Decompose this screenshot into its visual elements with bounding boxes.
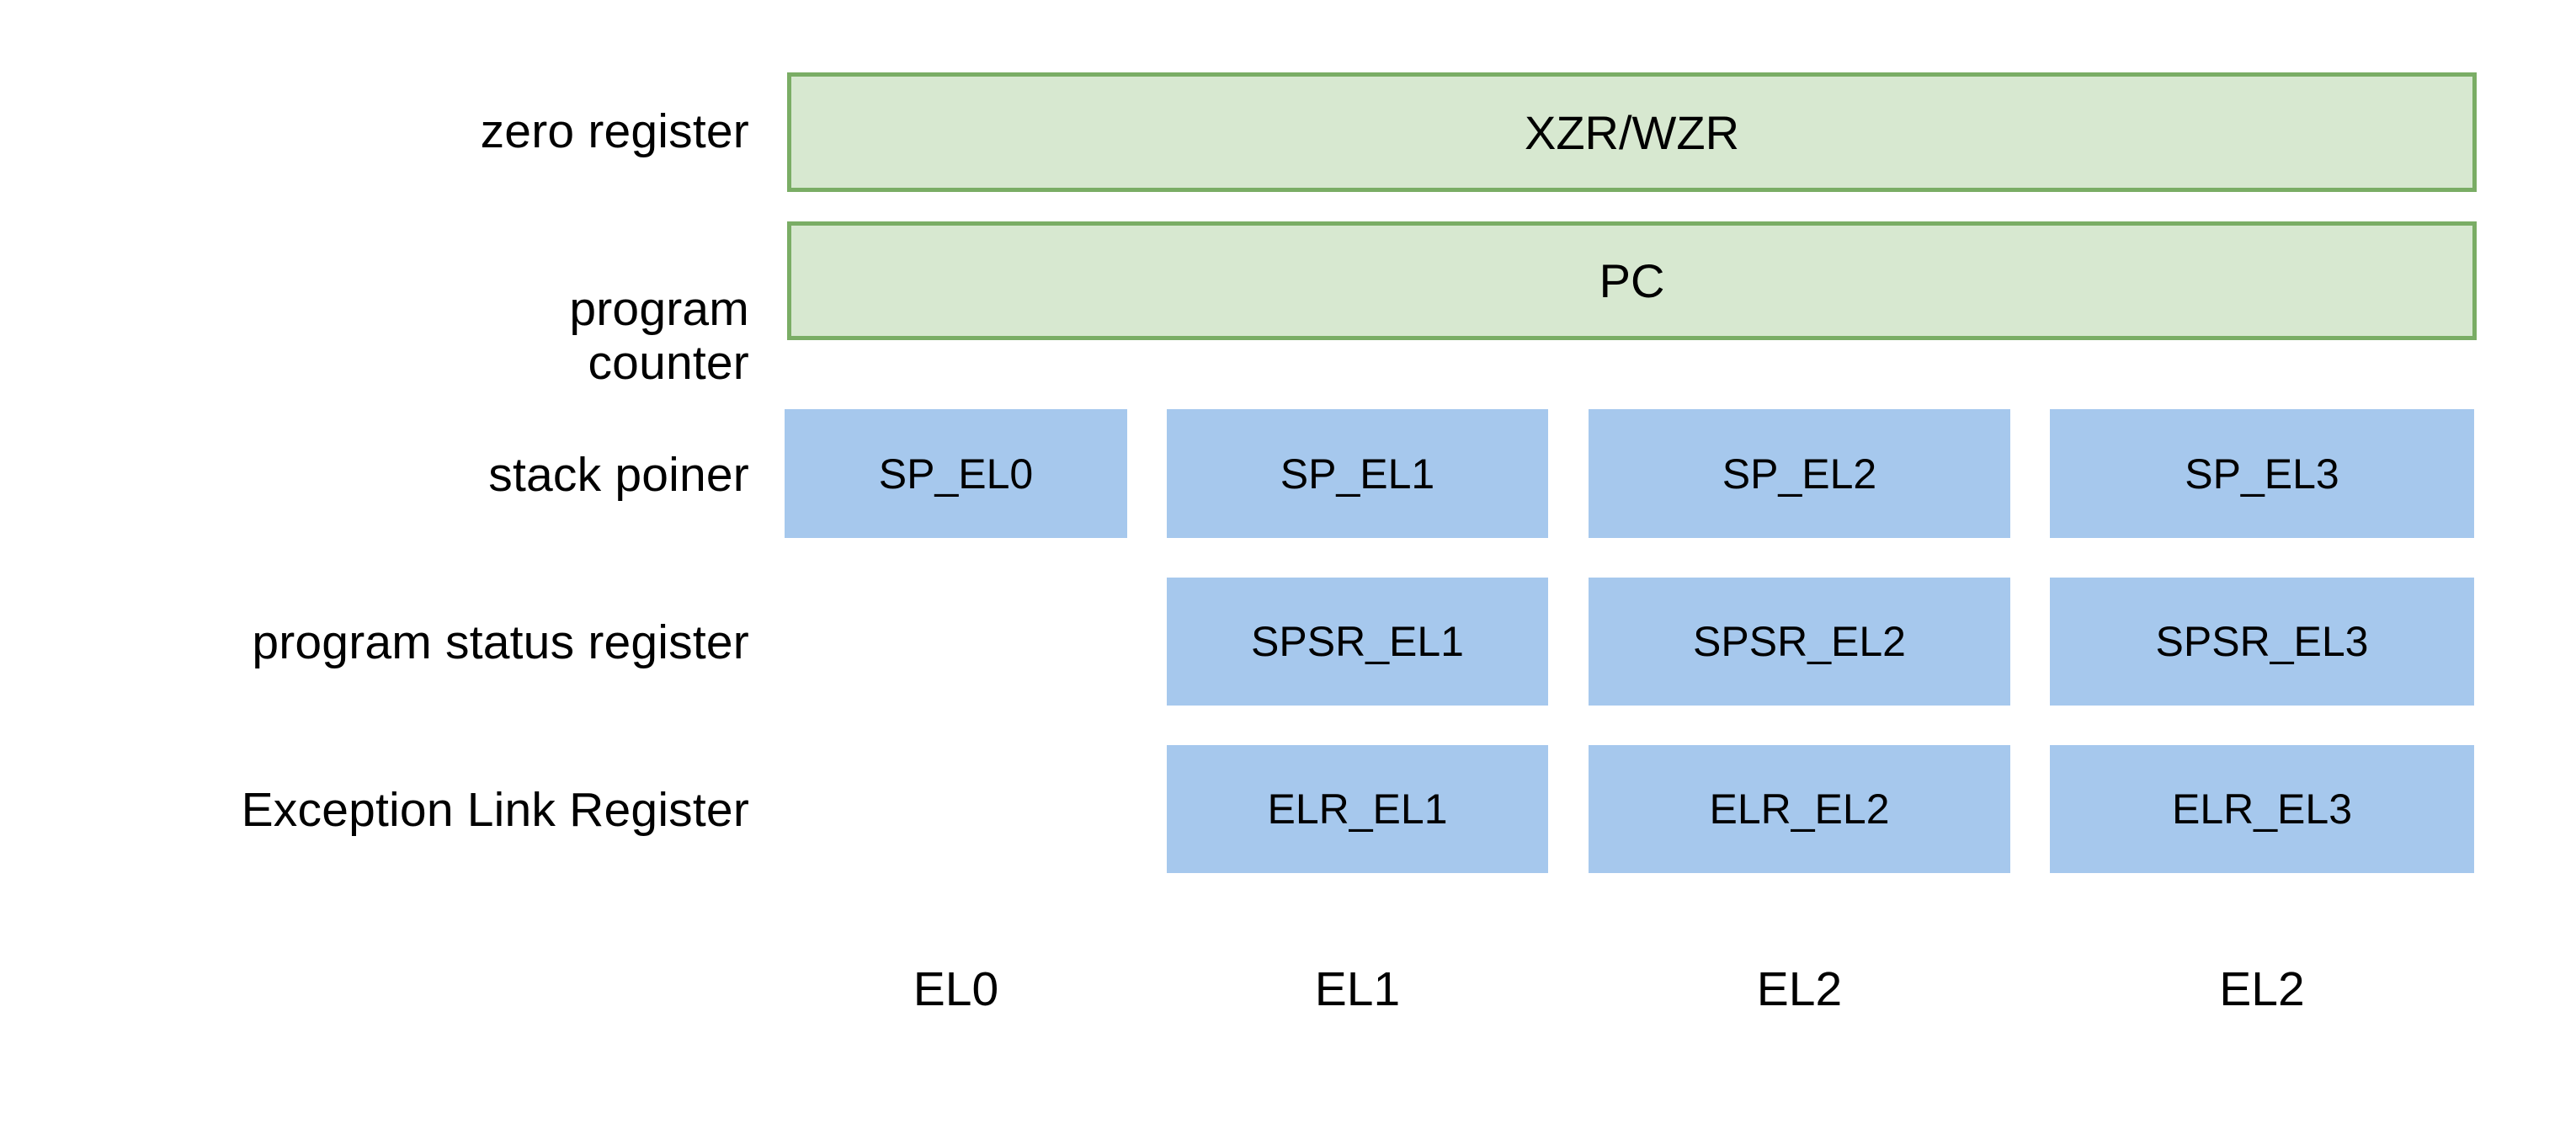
row-label-program-counter-line2: counter (588, 335, 749, 390)
column-caption-el3: EL2 (2219, 962, 2305, 1016)
spsr-el2-box: SPSR_EL2 (1589, 578, 2010, 706)
row-label-stack-pointer: stack poiner (488, 448, 749, 502)
row-label-program-status-register: program status register (252, 615, 749, 669)
column-caption-el1: EL1 (1314, 962, 1401, 1016)
program-counter-box: PC (787, 221, 2477, 340)
row-label-program-counter-line1: program (569, 281, 749, 336)
sp-el3-box: SP_EL3 (2050, 409, 2474, 538)
sp-el1-box: SP_EL1 (1167, 409, 1548, 538)
column-caption-el0: EL0 (913, 962, 999, 1016)
zero-register-box: XZR/WZR (787, 72, 2477, 192)
row-label-program-counter: program counter (0, 229, 749, 444)
sp-el2-box: SP_EL2 (1589, 409, 2010, 538)
row-label-exception-link-register: Exception Link Register (241, 783, 749, 837)
row-label-zero-register: zero register (480, 104, 749, 158)
spsr-el3-box: SPSR_EL3 (2050, 578, 2474, 706)
column-caption-el2: EL2 (1756, 962, 1843, 1016)
elr-el1-box: ELR_EL1 (1167, 745, 1548, 873)
elr-el2-box: ELR_EL2 (1589, 745, 2010, 873)
sp-el0-box: SP_EL0 (785, 409, 1127, 538)
spsr-el1-box: SPSR_EL1 (1167, 578, 1548, 706)
elr-el3-box: ELR_EL3 (2050, 745, 2474, 873)
